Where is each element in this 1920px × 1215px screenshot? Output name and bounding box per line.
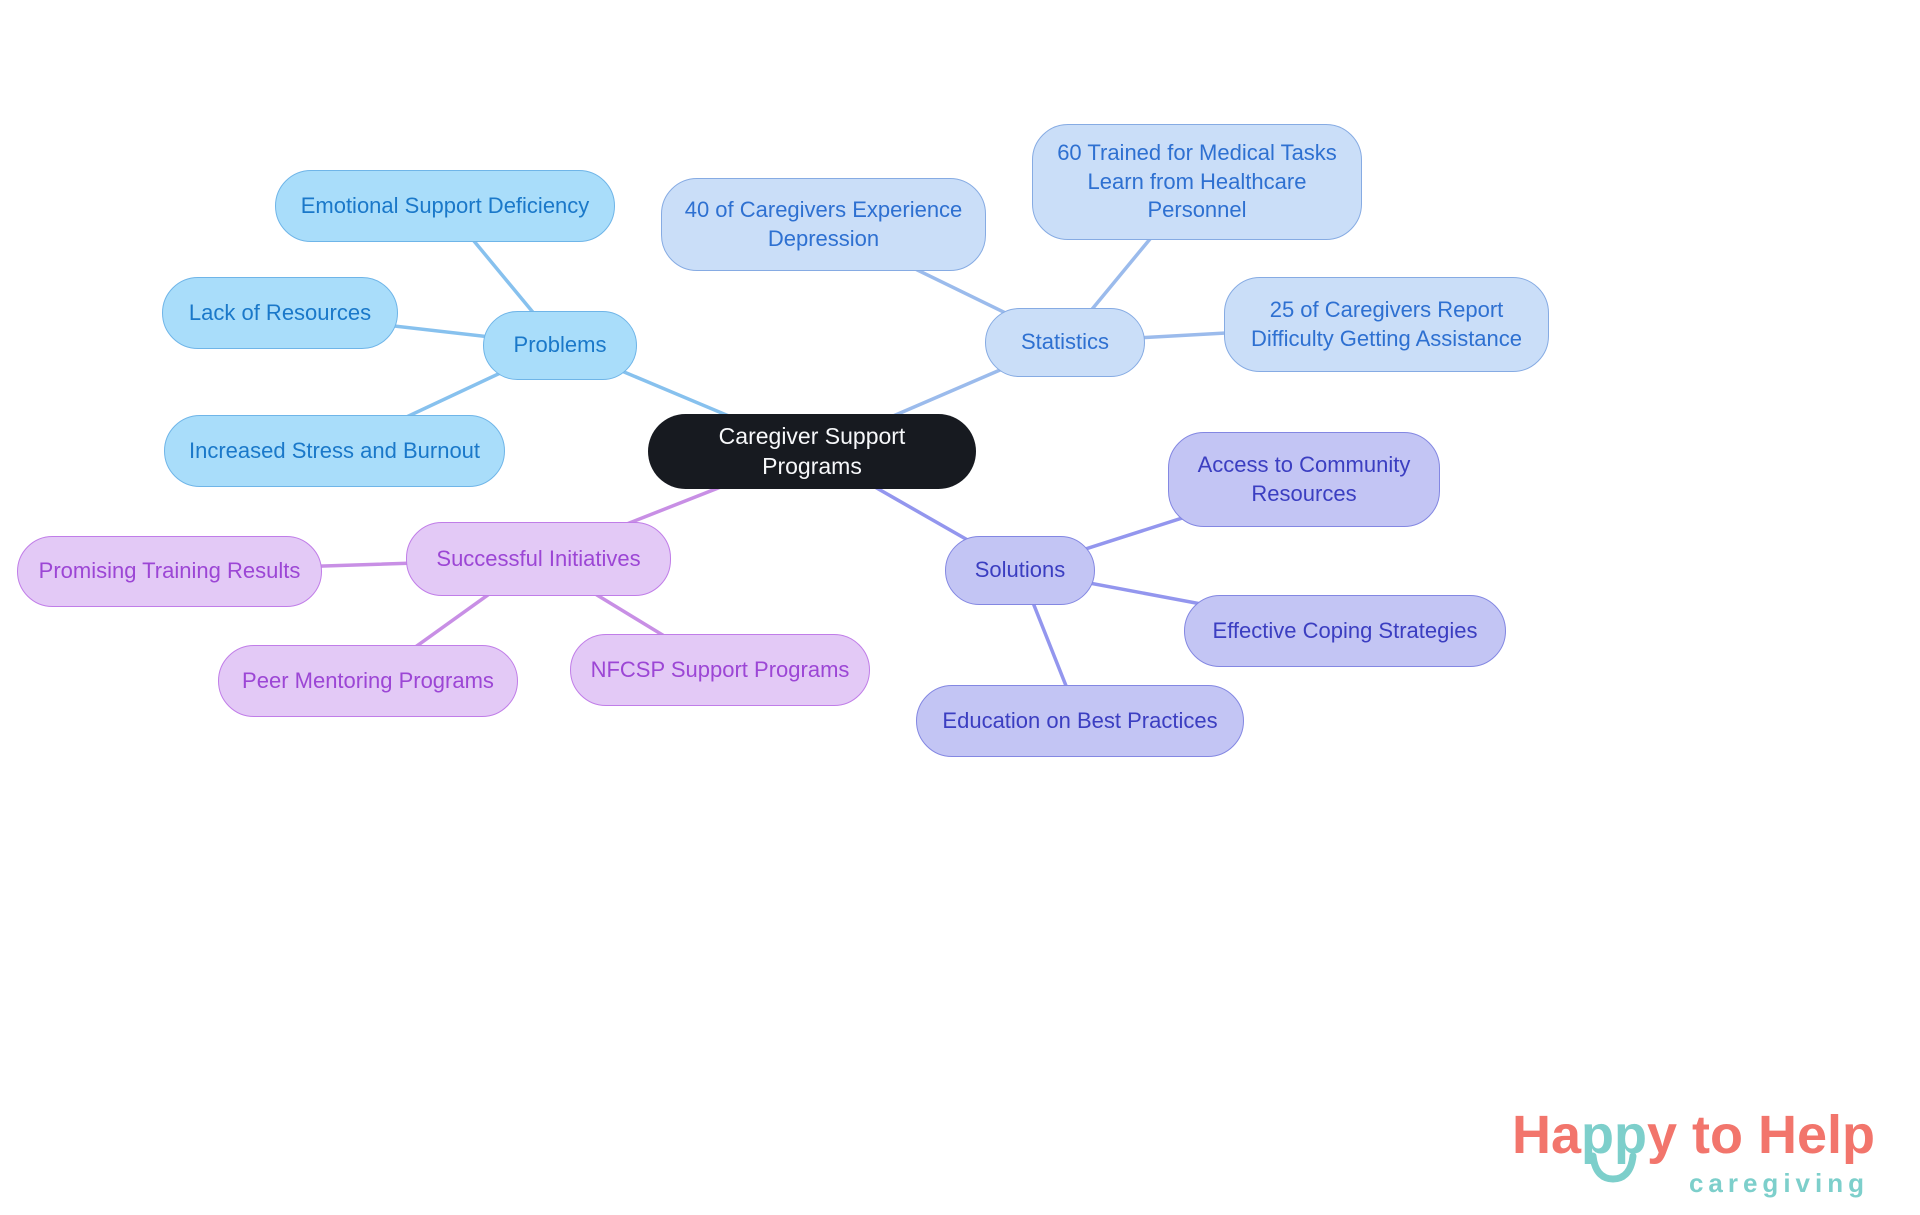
node-label: Effective Coping Strategies bbox=[1212, 617, 1478, 643]
node-trained-for-medical-tasks[interactable]: 60 Trained for Medical Tasks Learn from … bbox=[1032, 124, 1362, 240]
node-lack-of-resources[interactable]: Lack of Resources bbox=[162, 277, 398, 349]
node-increased-stress-and-burnout[interactable]: Increased Stress and Burnout bbox=[164, 415, 505, 487]
node-label: Problems bbox=[513, 332, 607, 358]
node-education-on-best-practices[interactable]: Education on Best Practices bbox=[916, 685, 1244, 757]
node-nfcsp-support-programs[interactable]: NFCSP Support Programs bbox=[570, 634, 870, 706]
node-emotional-support-deficiency[interactable]: Emotional Support Deficiency bbox=[275, 170, 615, 242]
logo-text-y-to-help: y to Help bbox=[1646, 1104, 1875, 1165]
node-label: Emotional Support Deficiency bbox=[300, 192, 590, 218]
node-label: Peer Mentoring Programs bbox=[242, 667, 494, 693]
node-difficulty-getting-assistance[interactable]: 25 of Caregivers Report Difficulty Getti… bbox=[1224, 277, 1549, 372]
node-effective-coping-strategies[interactable]: Effective Coping Strategies bbox=[1184, 595, 1506, 667]
root-label: Caregiver Support Programs bbox=[718, 422, 906, 479]
node-label: Solutions bbox=[974, 557, 1066, 583]
node-label: NFCSP Support Programs bbox=[590, 656, 850, 682]
node-label: Access to Community Resources bbox=[1197, 451, 1411, 506]
node-label: Education on Best Practices bbox=[942, 707, 1218, 733]
node-solutions[interactable]: Solutions bbox=[945, 536, 1095, 605]
node-label: Increased Stress and Burnout bbox=[188, 437, 481, 463]
node-label: Promising Training Results bbox=[38, 558, 301, 584]
node-label: Lack of Resources bbox=[188, 299, 372, 325]
node-promising-training-results[interactable]: Promising Training Results bbox=[17, 536, 322, 607]
node-successful-initiatives[interactable]: Successful Initiatives bbox=[406, 522, 671, 596]
smile-icon bbox=[1589, 1152, 1637, 1183]
node-label: Successful Initiatives bbox=[436, 545, 641, 571]
node-access-to-community-resources[interactable]: Access to Community Resources bbox=[1168, 432, 1440, 527]
node-statistics[interactable]: Statistics bbox=[985, 308, 1145, 377]
node-label: 60 Trained for Medical Tasks Learn from … bbox=[1057, 140, 1337, 223]
node-caregiver-support-programs[interactable]: Caregiver Support Programs bbox=[648, 414, 976, 489]
node-caregivers-experience-depression[interactable]: 40 of Caregivers Experience Depression bbox=[661, 178, 986, 271]
node-peer-mentoring-programs[interactable]: Peer Mentoring Programs bbox=[218, 645, 518, 717]
logo-text-ha: Ha bbox=[1511, 1104, 1581, 1165]
node-label: Statistics bbox=[1020, 329, 1110, 355]
node-label: 40 of Caregivers Experience Depression bbox=[684, 196, 963, 251]
logo-tagline: caregiving bbox=[1688, 1168, 1869, 1198]
node-problems[interactable]: Problems bbox=[483, 311, 637, 380]
node-label: 25 of Caregivers Report Difficulty Getti… bbox=[1250, 296, 1523, 351]
